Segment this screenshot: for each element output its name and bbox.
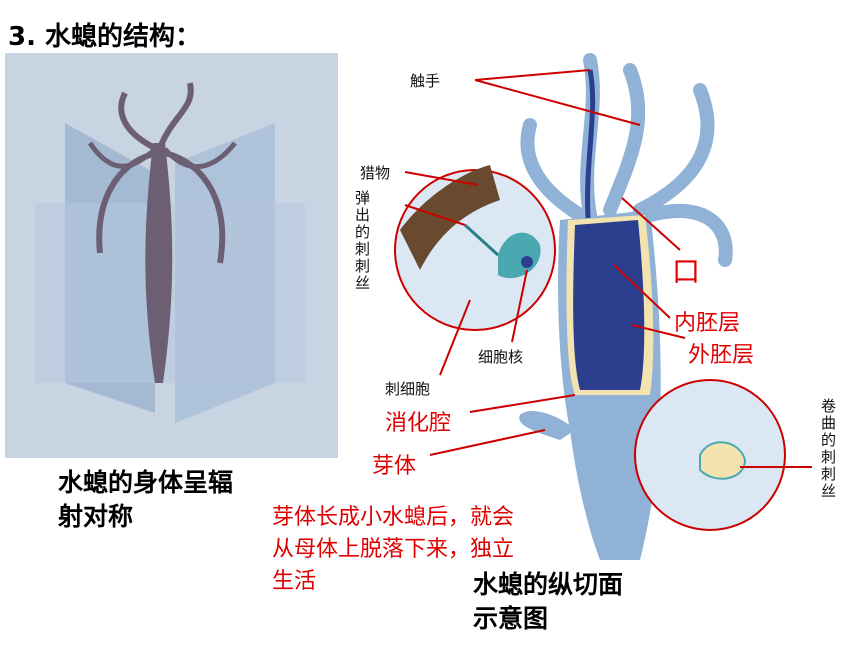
ectoderm-label: 外胚层 [688, 343, 755, 368]
nematocyte-label: 刺细胞 [385, 380, 431, 398]
coiled-thread-label: 卷曲的刺刺丝 [819, 398, 837, 500]
hydra-photo [5, 53, 338, 458]
digestive-cavity-label: 消化腔 [385, 411, 452, 436]
prey-label: 猎物 [360, 164, 391, 182]
ejected-thread-label: 弹出的刺刺丝 [353, 190, 371, 292]
mouth-label: 口 [672, 255, 701, 288]
nucleus-label: 细胞核 [478, 348, 524, 366]
diagram-caption: 水螅的纵切面示意图 [473, 570, 624, 633]
tentacle-label: 触手 [410, 72, 441, 90]
photo-caption: 水螅的身体呈辐射对称 [58, 468, 234, 531]
bud-note: 芽体长成小水螅后，就会从母体上脱落下来，独立生活 [272, 505, 515, 594]
endoderm-label: 内胚层 [674, 311, 741, 336]
bud-label: 芽体 [372, 454, 417, 479]
page-title: 3. 水螅的结构： [8, 22, 202, 52]
